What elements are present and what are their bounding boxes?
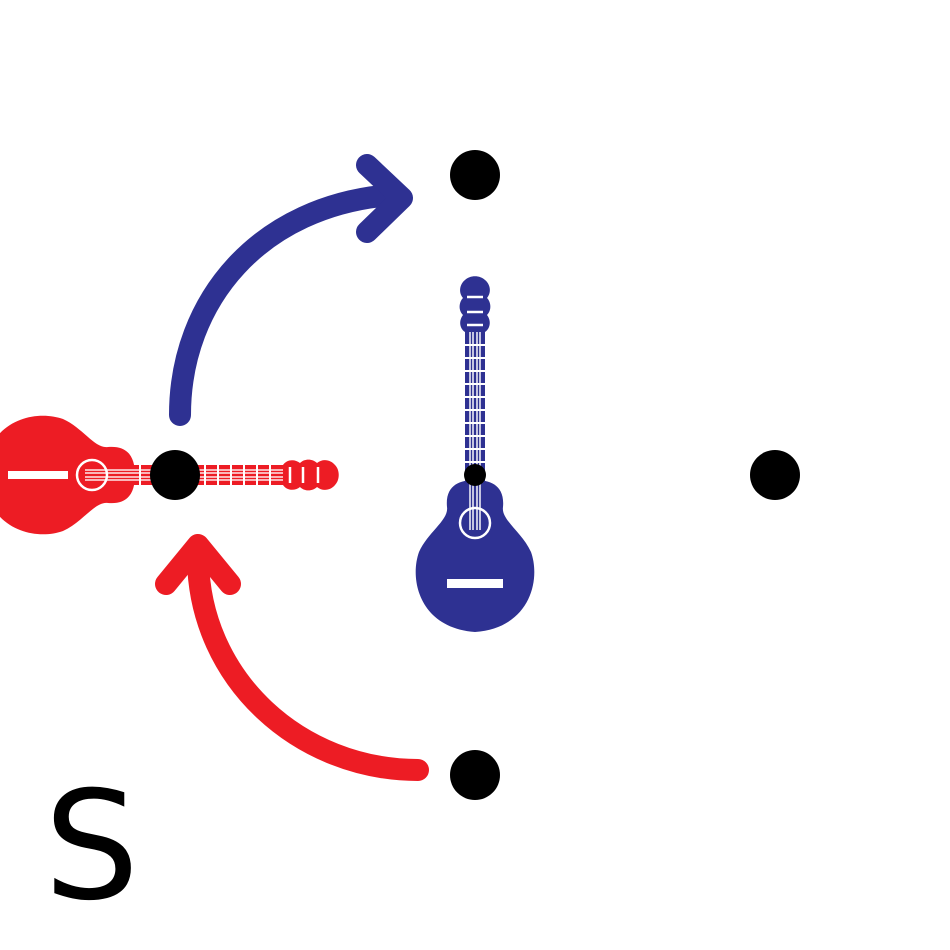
node-dot-top: [450, 150, 500, 200]
blue-curved-arrow: [169, 154, 413, 426]
corner-label: S: [44, 760, 140, 934]
arrowhead-icon: [356, 154, 413, 243]
red-curved-arrow: [155, 534, 429, 781]
arrowhead-icon: [155, 534, 241, 595]
red-guitar-icon: [0, 415, 339, 535]
node-dot-bottom: [450, 750, 500, 800]
curved-arrow-icon: [169, 184, 403, 426]
node-dot-left: [150, 450, 200, 500]
node-dot-right: [750, 450, 800, 500]
curved-arrow-icon: [187, 549, 429, 781]
node-dot-center: [464, 464, 486, 486]
blue-guitar-icon: [415, 276, 535, 632]
